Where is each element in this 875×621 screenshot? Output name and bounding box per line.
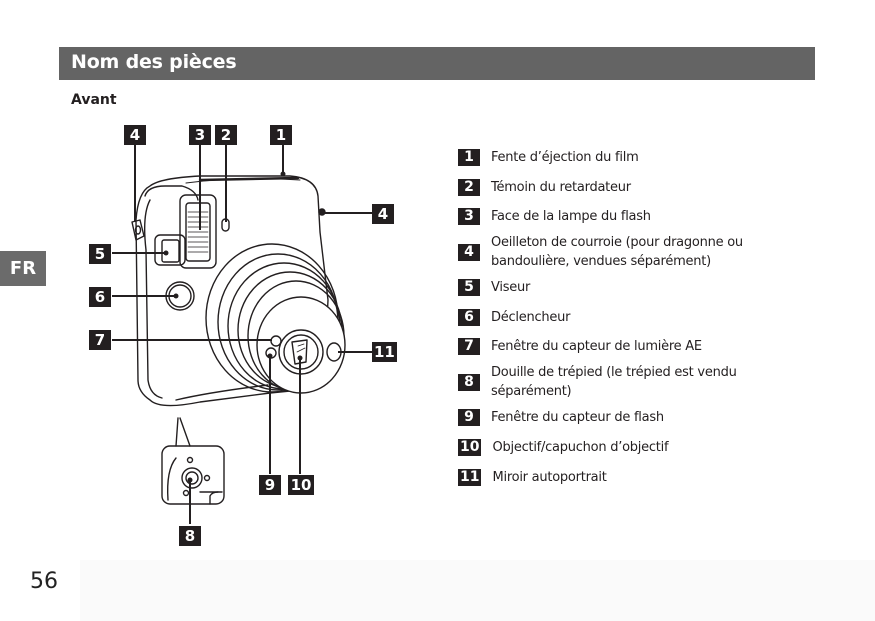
legend-number-badge: 2: [458, 179, 480, 196]
callout-2: 2: [215, 125, 237, 145]
legend-item-1: 1 Fente d’éjection du film: [458, 148, 639, 167]
tripod-socket: [181, 467, 203, 489]
page-background-strip: [80, 560, 875, 621]
callout-7: 7: [89, 330, 111, 350]
callout-3: 3: [189, 125, 211, 145]
legend-number-badge: 10: [458, 439, 482, 456]
legend-number-badge: 11: [458, 469, 482, 486]
flash-window: [179, 194, 217, 269]
legend-label: Fenêtre du capteur de lumière AE: [491, 339, 702, 354]
callout-9: 9: [259, 475, 281, 495]
legend-label: Douille de trépied (le trépied est vendu…: [491, 363, 737, 401]
language-tab: FR: [0, 251, 46, 286]
callout-10: 10: [288, 475, 314, 495]
tripod-inset: [161, 445, 225, 505]
section-subtitle: Avant: [71, 92, 117, 108]
section-header: Nom des pièces: [59, 47, 815, 80]
legend-number-badge: 1: [458, 149, 480, 166]
legend-number-badge: 3: [458, 208, 480, 225]
legend-item-6: 6 Déclencheur: [458, 308, 570, 327]
legend-item-2: 2 Témoin du retardateur: [458, 178, 631, 197]
legend-label-line2: séparément): [491, 384, 572, 399]
legend-item-10: 10 Objectif/capuchon d’objectif: [458, 438, 669, 457]
legend-item-8: 8 Douille de trépied (le trépied est ven…: [458, 363, 737, 401]
language-label: FR: [9, 258, 37, 279]
legend-label: Oeilleton de courroie (pour dragonne ou …: [491, 233, 743, 271]
callout-5: 5: [89, 244, 111, 264]
legend-item-5: 5 Viseur: [458, 278, 530, 297]
legend-label-line2: bandoulière, vendues séparément): [491, 254, 711, 269]
legend-item-11: 11 Miroir autoportrait: [458, 468, 607, 487]
viewfinder: [154, 234, 186, 266]
legend-item-7: 7 Fenêtre du capteur de lumière AE: [458, 337, 702, 356]
legend-label-line1: Oeilleton de courroie (pour dragonne ou: [491, 235, 743, 250]
page-title: Nom des pièces: [71, 51, 237, 73]
legend-item-3: 3 Face de la lampe du flash: [458, 207, 651, 226]
legend-number-badge: 7: [458, 338, 480, 355]
callout-4-left: 4: [124, 125, 146, 145]
legend-label: Déclencheur: [491, 310, 571, 325]
legend-number-badge: 6: [458, 309, 480, 326]
callout-11: 11: [372, 342, 397, 362]
legend-label: Miroir autoportrait: [492, 470, 607, 485]
legend-item-4: 4 Oeilleton de courroie (pour dragonne o…: [458, 233, 743, 271]
legend-label: Face de la lampe du flash: [491, 209, 651, 224]
strap-lug-left: [131, 219, 145, 241]
legend-label: Témoin du retardateur: [491, 180, 631, 195]
legend-label: Viseur: [491, 280, 531, 295]
page-number: 56: [30, 569, 58, 594]
legend-label: Fente d’éjection du film: [491, 150, 639, 165]
callout-6: 6: [89, 287, 111, 307]
legend-number-badge: 9: [458, 409, 480, 426]
legend-number-badge: 8: [458, 373, 480, 391]
legend-item-9: 9 Fenêtre du capteur de flash: [458, 408, 664, 427]
callout-8: 8: [179, 526, 201, 546]
legend-number-badge: 4: [458, 243, 480, 261]
legend-label: Fenêtre du capteur de flash: [491, 410, 664, 425]
callout-1: 1: [270, 125, 292, 145]
legend-number-badge: 5: [458, 279, 480, 296]
legend-label-line1: Douille de trépied (le trépied est vendu: [491, 365, 737, 380]
legend-label: Objectif/capuchon d’objectif: [492, 440, 669, 455]
callout-4-right: 4: [372, 204, 394, 224]
